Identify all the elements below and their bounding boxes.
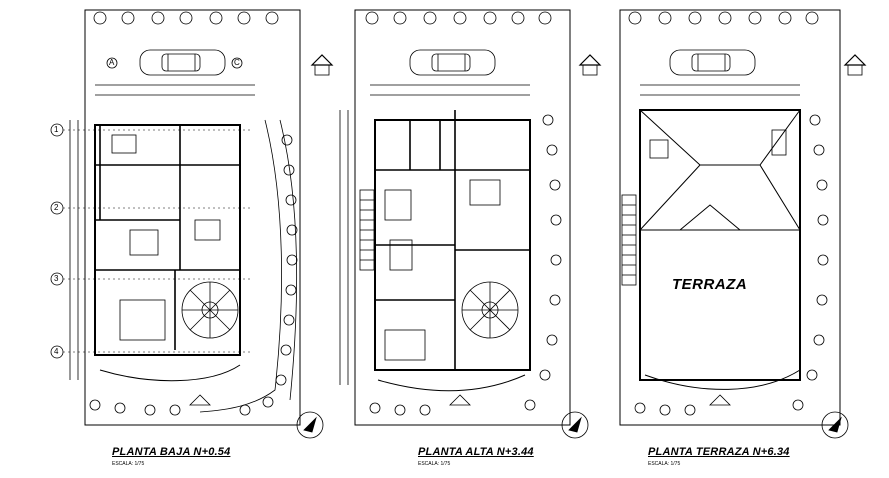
plan-terraza xyxy=(619,9,867,439)
axis-label-a: A xyxy=(109,58,115,67)
car-icon xyxy=(669,49,756,76)
elevation-house-icon xyxy=(843,54,867,66)
north-arrow-icon xyxy=(821,411,849,439)
bed xyxy=(469,179,501,206)
elevation-house-icon xyxy=(578,54,602,66)
stair-block xyxy=(194,219,221,241)
plan-scale-terraza: ESCALA: 1/75 xyxy=(648,461,681,467)
entrance-arrow-icon xyxy=(189,394,211,406)
plan-alta xyxy=(339,9,602,439)
axis-label-1: 1 xyxy=(54,125,59,134)
bed xyxy=(384,189,412,221)
car-icon xyxy=(409,49,496,76)
axis-label-4: 4 xyxy=(54,347,59,356)
north-arrow-icon xyxy=(561,411,589,439)
axis-label-2: 2 xyxy=(54,203,59,212)
straight-stair xyxy=(359,189,375,271)
straight-stair xyxy=(621,194,637,286)
trees-top-alta xyxy=(365,11,552,25)
axis-marker-a xyxy=(106,57,118,69)
axis-label-c: C xyxy=(234,58,240,67)
dining-table xyxy=(129,229,159,256)
plan-scale-baja: ESCALA: 1/75 xyxy=(112,461,145,467)
kitchen-block xyxy=(111,134,137,154)
trees-top-baja xyxy=(93,11,279,25)
room-label-terraza: TERRAZA xyxy=(672,276,748,293)
plan-title-baja: PLANTA BAJA N+0.54 xyxy=(112,446,231,458)
table xyxy=(389,239,413,271)
elevation-house-icon xyxy=(310,54,334,66)
axis-label-3: 3 xyxy=(54,274,59,283)
water-tank xyxy=(771,129,787,156)
living-set xyxy=(119,299,166,341)
plan-baja xyxy=(50,9,334,439)
north-arrow-icon xyxy=(296,411,324,439)
trees-top-terraza xyxy=(628,11,819,25)
plan-title-terraza: PLANTA TERRAZA N+6.34 xyxy=(648,446,790,458)
skylight xyxy=(649,139,669,159)
entrance-arrow-icon xyxy=(709,394,731,406)
car-icon xyxy=(139,49,226,76)
plan-title-alta: PLANTA ALTA N+3.44 xyxy=(418,446,534,458)
plan-scale-alta: ESCALA: 1/75 xyxy=(418,461,451,467)
hedge-right-baja xyxy=(239,134,298,416)
hedge-right-terraza xyxy=(792,114,829,411)
entrance-arrow-icon xyxy=(449,394,471,406)
hedge-right-alta xyxy=(524,114,562,411)
axis-marker-c xyxy=(231,57,243,69)
bed xyxy=(384,329,426,361)
